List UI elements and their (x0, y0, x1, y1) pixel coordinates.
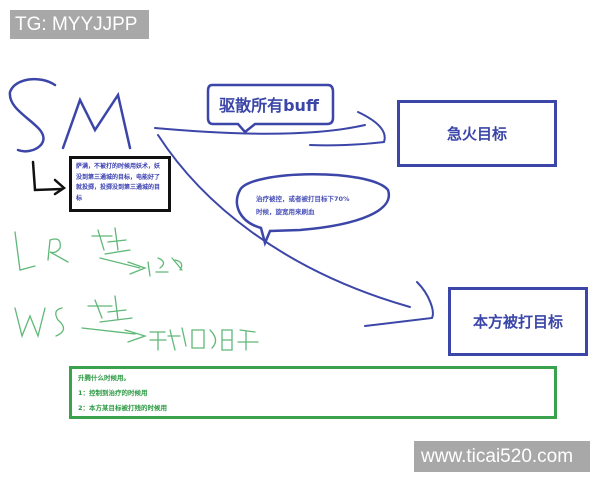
fire-target-label: 急火目标 (446, 125, 507, 143)
hook-arrow (31, 160, 67, 196)
heal-bubble-line2: 时候，旋宽用来刷血 (256, 208, 315, 216)
ascendance-note-item-2: 2：本方某目标被打残的时候用 (78, 404, 168, 412)
our-hit-target-label: 本方被打目标 (472, 313, 563, 331)
fire-target-box: 急火目标 (397, 100, 557, 167)
arrow-to-hit-target (157, 134, 434, 327)
watermark-top: TG: MYYJJPP (10, 10, 149, 39)
shaman-note-text: 萨满，不被打的时候用妖术，妖没到第三通城的目标，电能好了就投掷，投掷没到第三通城… (76, 163, 161, 202)
arrow-to-fire-target (154, 111, 386, 147)
watermark-bottom: www.ticai520.com (414, 441, 590, 472)
green-handwriting (14, 227, 259, 351)
sm-handwriting (8, 77, 132, 153)
heal-bubble-line1: 治疗被控，或者被打目标下70% (256, 195, 350, 203)
ascendance-note-title: 升腾什么时候用。 (78, 374, 130, 382)
heal-bubble-outline (235, 173, 391, 247)
our-hit-target-box: 本方被打目标 (448, 287, 588, 356)
ascendance-note-box: 升腾什么时候用。 1：控制到治疗的时候用 2：本方某目标被打残的时候用 (69, 366, 557, 419)
dispel-bubble-outline (206, 83, 335, 134)
dispel-bubble-label: 驱散所有buff (219, 96, 319, 115)
ascendance-note-item-1: 1：控制到治疗的时候用 (78, 389, 148, 397)
shaman-note-box: 萨满，不被打的时候用妖术，妖没到第三通城的目标，电能好了就投掷，投掷没到第三通城… (69, 156, 171, 212)
heal-bubble-text: 治疗被控，或者被打目标下70% 时候，旋宽用来刷血 (256, 193, 376, 219)
